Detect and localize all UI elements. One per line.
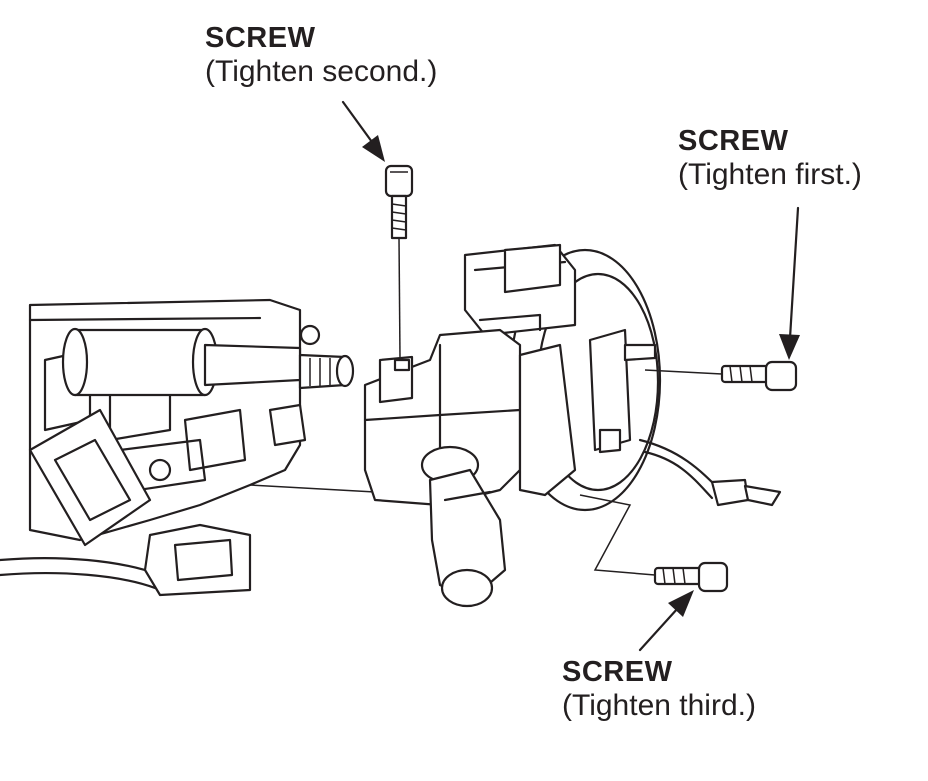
screw-third-icon: [653, 561, 729, 593]
callout-title: SCREW: [205, 22, 316, 54]
combination-switch: [363, 243, 782, 608]
arrow-first: [779, 206, 800, 360]
callout-note: (Tighten third.): [562, 689, 756, 723]
screw-second-icon: [384, 164, 414, 359]
arrow-third: [638, 590, 694, 652]
screw-first-icon: [644, 360, 798, 392]
callout-screw-third: SCREW (Tighten third.): [562, 656, 756, 724]
callout-title: SCREW: [562, 656, 673, 688]
callout-note: (Tighten first.): [678, 158, 862, 192]
arrow-second: [341, 100, 385, 162]
callout-screw-second: SCREW (Tighten second.): [205, 22, 437, 90]
steering-column: [0, 298, 376, 597]
callout-title: SCREW: [678, 125, 789, 157]
callout-note: (Tighten second.): [205, 55, 438, 89]
callout-screw-first: SCREW (Tighten first.): [678, 125, 862, 193]
